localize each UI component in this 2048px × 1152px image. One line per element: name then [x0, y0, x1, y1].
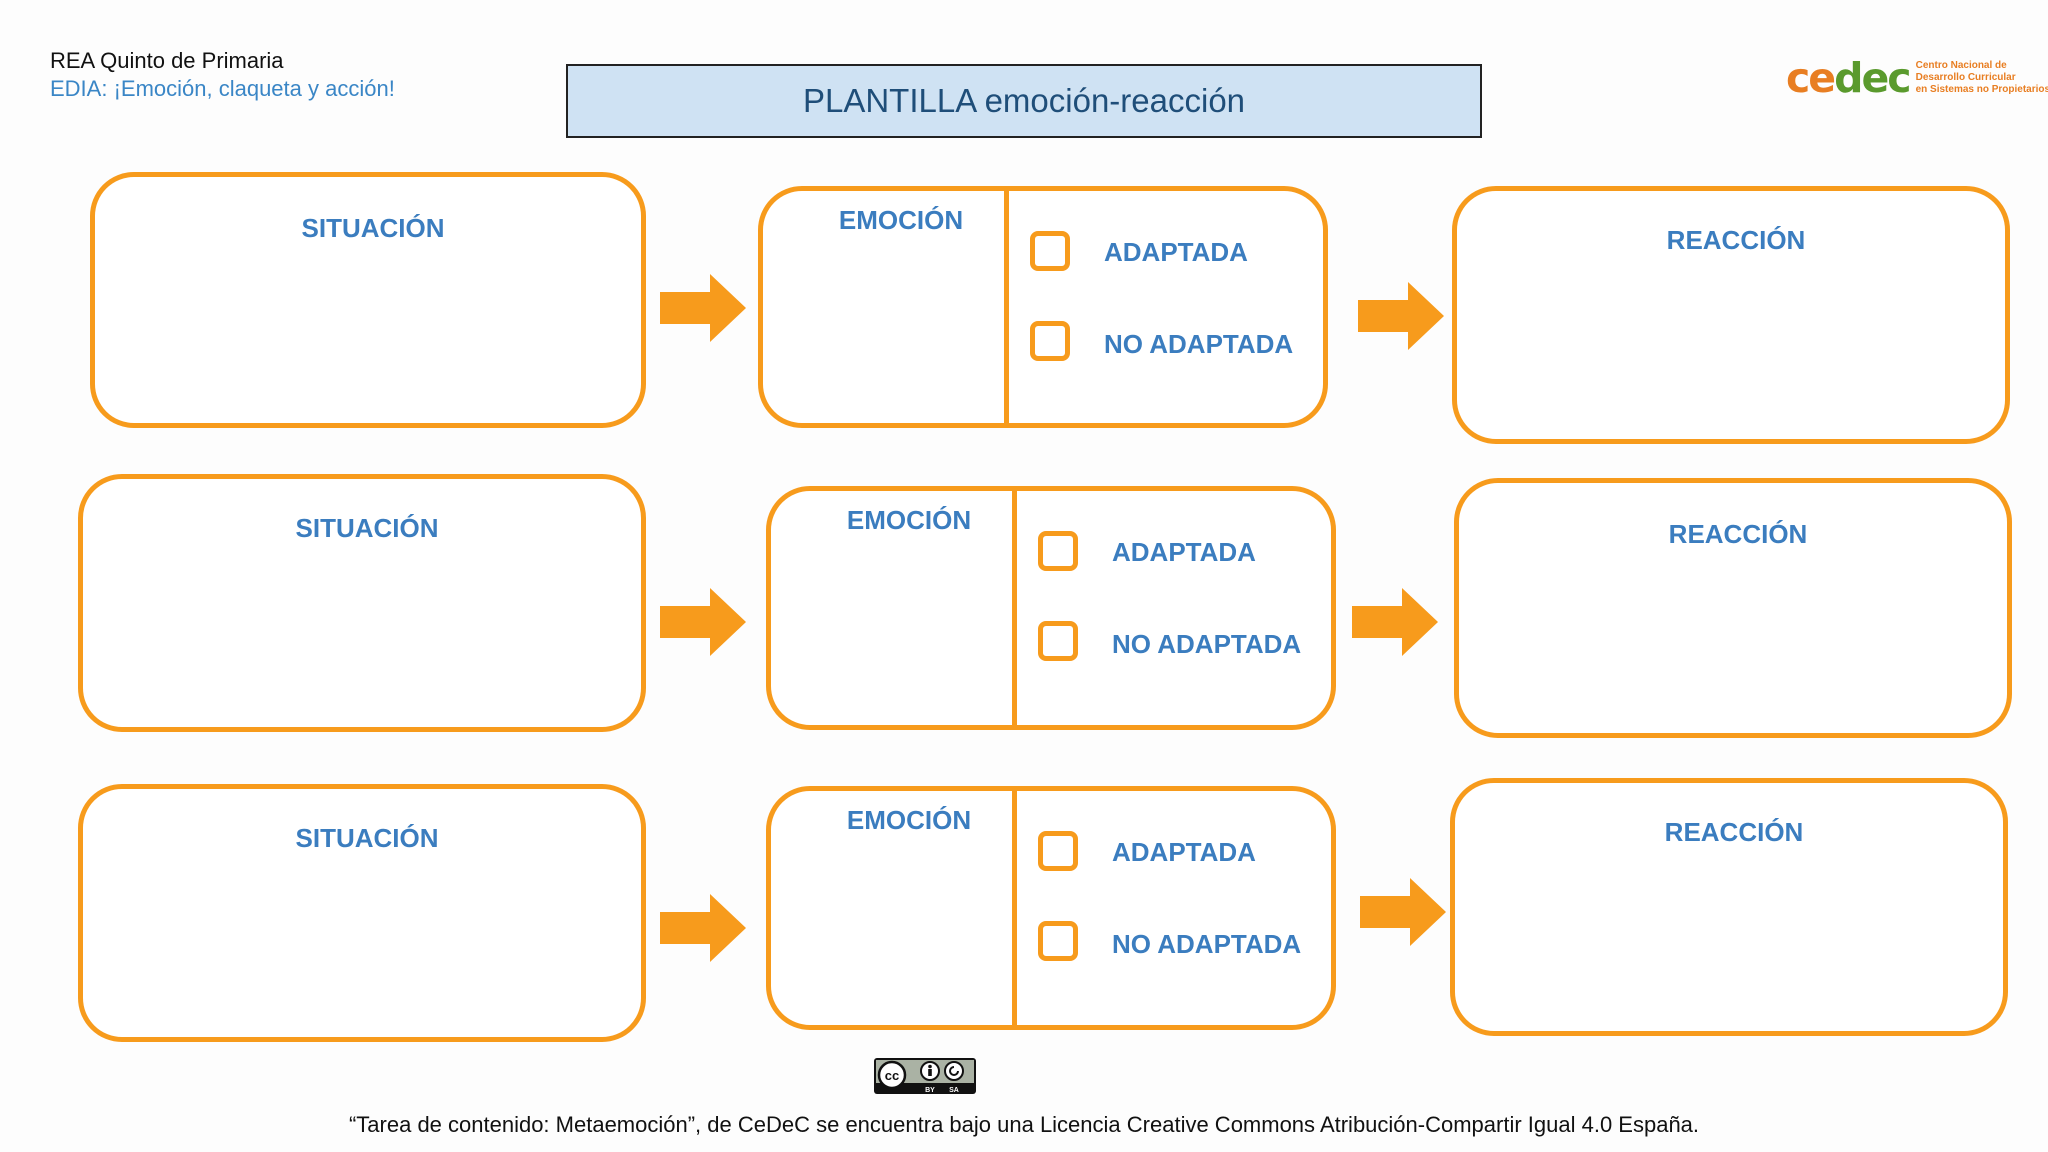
- emotion-divider: [1012, 491, 1017, 725]
- adapted-checkbox[interactable]: [1030, 231, 1070, 271]
- template-title-banner: PLANTILLA emoción-reacción: [566, 64, 1482, 138]
- license-footer: “Tarea de contenido: Metaemoción”, de Ce…: [348, 1112, 1700, 1137]
- reaction-box[interactable]: REACCIÓN: [1450, 778, 2008, 1036]
- reaction-label: REACCIÓN: [1666, 225, 1806, 255]
- adapted-checkbox[interactable]: [1038, 831, 1078, 871]
- adapted-label: ADAPTADA: [1112, 537, 1256, 567]
- not-adapted-checkbox[interactable]: [1038, 921, 1078, 961]
- emotion-label: EMOCIÓN: [846, 805, 972, 835]
- license-mark-sa: SA: [949, 1087, 959, 1094]
- arrow-right-icon: [1360, 878, 1446, 946]
- arrow-right-icon: [1352, 588, 1438, 656]
- situation-box[interactable]: SITUACIÓN: [78, 474, 646, 732]
- emotion-divider: [1012, 791, 1017, 1025]
- reaction-label: REACCIÓN: [1664, 817, 1804, 847]
- course-title: REA Quinto de Primaria: [50, 48, 284, 73]
- situation-label: SITUACIÓN: [295, 513, 439, 543]
- emotion-box[interactable]: EMOCIÓN ADAPTADA NO ADAPTADA: [766, 486, 1336, 730]
- emotion-box[interactable]: EMOCIÓN ADAPTADA NO ADAPTADA: [758, 186, 1328, 428]
- adapted-label: ADAPTADA: [1112, 837, 1256, 867]
- activity-subtitle: EDIA: ¡Emoción, claqueta y acción!: [50, 76, 395, 101]
- not-adapted-checkbox[interactable]: [1038, 621, 1078, 661]
- cedec-logo: cedec Centro Nacional de Desarrollo Curr…: [1786, 53, 2048, 102]
- template-title: PLANTILLA emoción-reacción: [802, 82, 1246, 119]
- emotion-divider: [1004, 191, 1009, 423]
- reaction-box[interactable]: REACCIÓN: [1454, 478, 2012, 738]
- arrow-right-icon: [660, 894, 746, 962]
- logo-wordmark: cedec: [1786, 53, 1912, 102]
- reaction-box[interactable]: REACCIÓN: [1452, 186, 2010, 444]
- adapted-checkbox[interactable]: [1038, 531, 1078, 571]
- situation-box[interactable]: SITUACIÓN: [90, 172, 646, 428]
- situation-box[interactable]: SITUACIÓN: [78, 784, 646, 1042]
- emotion-label: EMOCIÓN: [846, 505, 972, 535]
- emotion-label: EMOCIÓN: [838, 205, 964, 235]
- situation-label: SITUACIÓN: [295, 823, 439, 853]
- arrow-right-icon: [660, 274, 746, 342]
- svg-text:cc: cc: [885, 1068, 899, 1083]
- license-mark-by: BY: [925, 1087, 935, 1094]
- not-adapted-label: NO ADAPTADA: [1112, 929, 1302, 959]
- logo-tagline: Centro Nacional de Desarrollo Curricular…: [1915, 60, 2048, 95]
- not-adapted-label: NO ADAPTADA: [1112, 629, 1302, 659]
- emotion-box[interactable]: EMOCIÓN ADAPTADA NO ADAPTADA: [766, 786, 1336, 1030]
- not-adapted-checkbox[interactable]: [1030, 321, 1070, 361]
- situation-label: SITUACIÓN: [301, 213, 445, 243]
- arrow-right-icon: [1358, 282, 1444, 350]
- not-adapted-label: NO ADAPTADA: [1104, 329, 1294, 359]
- reaction-label: REACCIÓN: [1668, 519, 1808, 549]
- arrow-right-icon: [660, 588, 746, 656]
- adapted-label: ADAPTADA: [1104, 237, 1248, 267]
- creative-commons-by-sa-icon[interactable]: cc BY SA: [874, 1058, 976, 1094]
